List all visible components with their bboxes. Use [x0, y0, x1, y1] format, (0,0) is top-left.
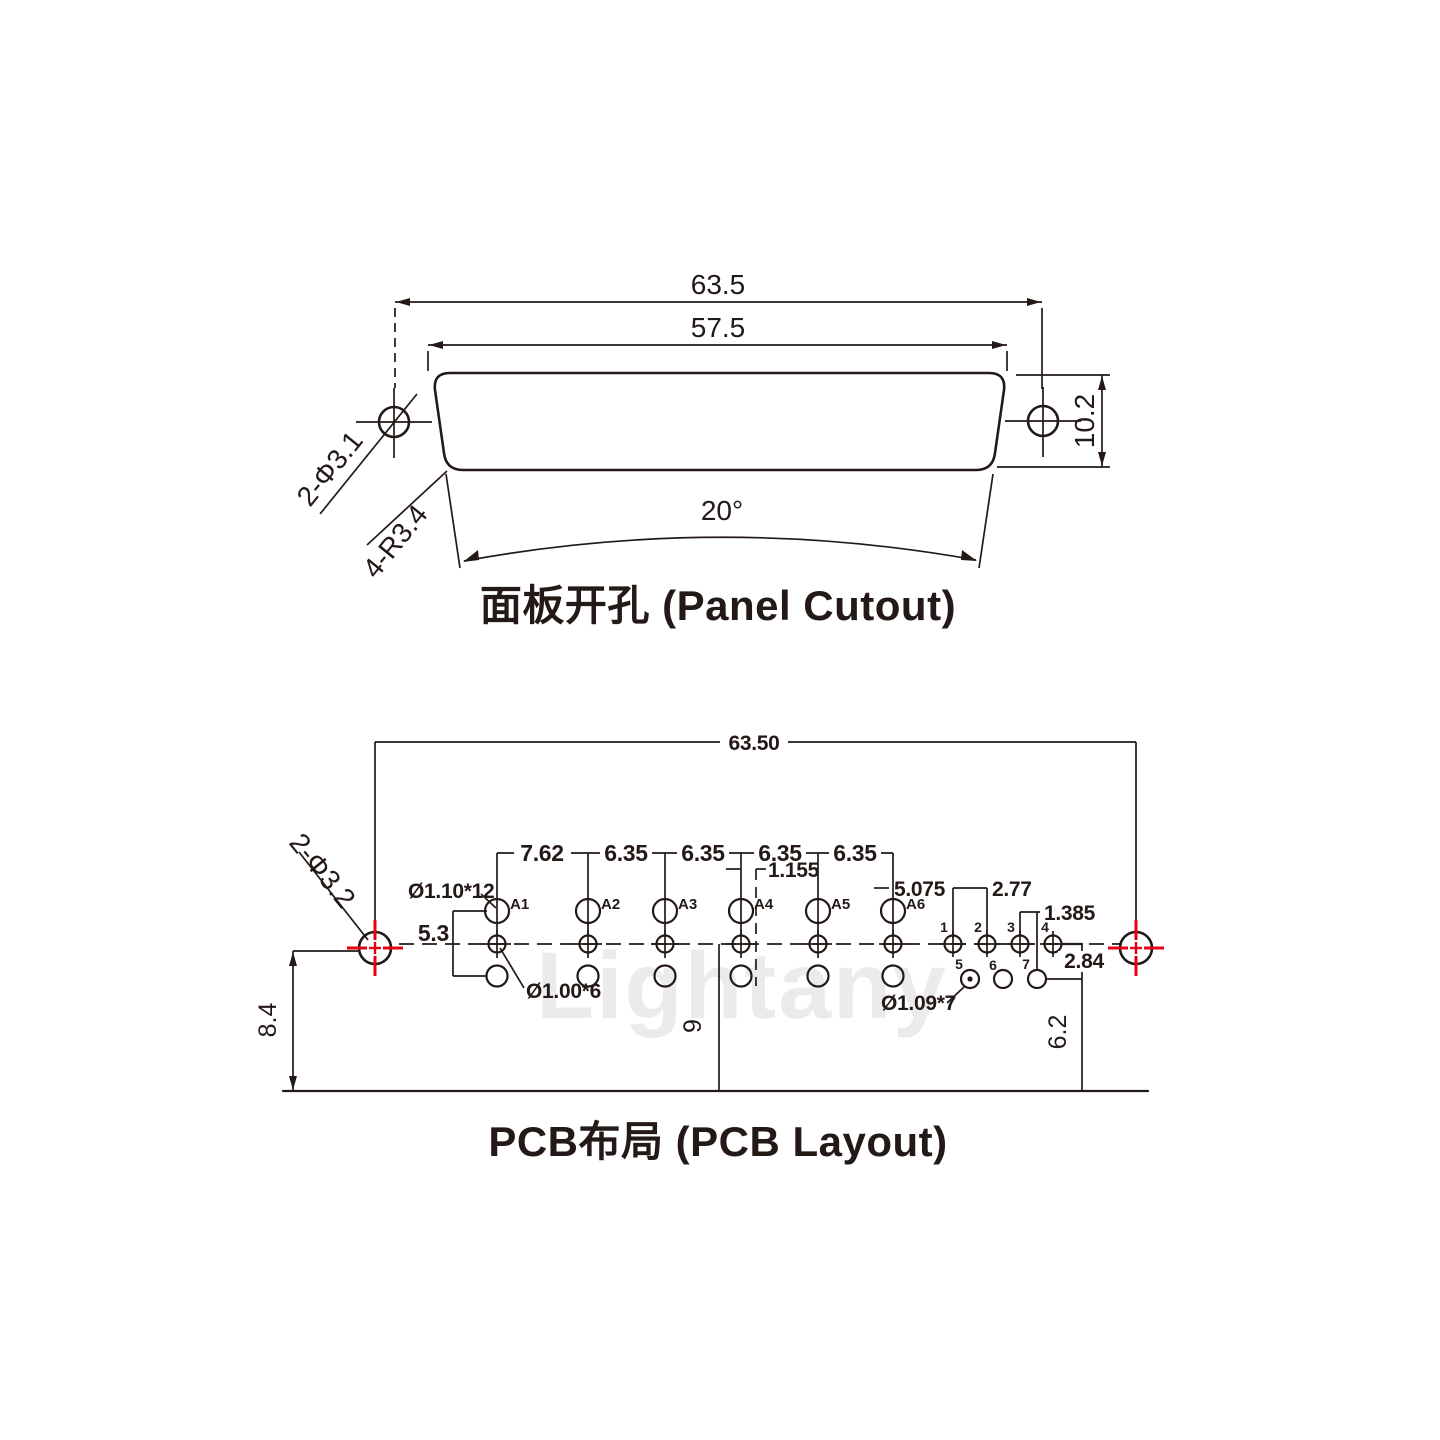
pin-6	[992, 968, 1014, 990]
panel-dim-angle: 20°	[445, 473, 994, 569]
pcb-pin-columns: A1 A2 A3 A4 A5 A6	[483, 896, 925, 988]
pcb-callout-hole-signal: Ø1.09*7	[881, 986, 965, 1015]
panel-mount-hole-right-circle	[1026, 404, 1060, 438]
pcb-dim-a6-to-pin1-label: 5.075	[894, 878, 946, 901]
pin-a6-top	[879, 897, 907, 925]
pin-a4-bottom	[729, 964, 753, 988]
panel-callout-corner-radius-label: 4-R3.4	[357, 499, 434, 584]
pcb-dim-a4-offset: 1.155	[726, 859, 820, 986]
pcb-pins-5-7: 5 6 7	[955, 956, 1048, 990]
pin-a4-top	[727, 897, 755, 925]
panel-dim-angle-label: 20°	[701, 495, 743, 526]
pcb-layout-view: 63.50 2-Φ3.2	[254, 731, 1164, 1165]
pcb-view-title: PCB布局 (PCB Layout)	[488, 1118, 947, 1165]
pcb-pins-1-4: 1 2 3 4	[940, 919, 1063, 957]
panel-callout-corner-radius: 4-R3.4	[357, 470, 448, 584]
pcb-dim-mid-height: 9	[679, 944, 720, 1091]
pcb-pitch-a3-a4: 6.35	[681, 840, 725, 866]
pin-5-center-dot	[967, 976, 973, 982]
panel-view-title: 面板开孔 (Panel Cutout)	[480, 582, 956, 629]
pcb-dim-left-height-label: 8.4	[254, 1003, 282, 1038]
pin-a3-top	[651, 897, 679, 925]
pcb-pins-1-4-crosses	[940, 931, 1061, 957]
pin-label-a5: A5	[831, 896, 850, 913]
pin-a1-bottom	[485, 964, 509, 988]
pcb-dim-width-label: 63.50	[728, 732, 779, 755]
pcb-dim-width: 63.50	[374, 731, 1137, 928]
pcb-callout-mount-holes: 2-Φ3.2	[283, 827, 369, 941]
pcb-dim-a4-offset-label: 1.155	[768, 859, 820, 882]
pin-label-a4: A4	[754, 896, 774, 913]
pcb-callout-hole-signal-label: Ø1.09*7	[881, 992, 956, 1015]
pin-7	[1026, 968, 1048, 990]
panel-dim-height-label: 10.2	[1069, 394, 1100, 449]
pcb-callout-mount-holes-label: 2-Φ3.2	[283, 827, 361, 913]
pcb-dim-a1-bracket-label: 5.3	[418, 920, 449, 946]
pin-a5-top	[804, 897, 832, 925]
pin-label-2: 2	[974, 919, 982, 935]
pcb-callout-hole-bottom-label: Ø1.00*6	[526, 980, 601, 1003]
pcb-dim-pin3-to-pin7-label: 1.385	[1044, 902, 1096, 925]
pin-label-a3: A3	[678, 896, 697, 913]
panel-dim-outer-width-label: 63.5	[691, 269, 746, 300]
pcb-dim-right: 2.84 6.2	[1044, 942, 1110, 1091]
pcb-callout-hole-top-label: Ø1.10*12	[408, 880, 494, 903]
panel-mount-hole-right	[1005, 387, 1081, 457]
pcb-pitch-a1-a2: 7.62	[520, 840, 564, 866]
pcb-dim-pin4-right-label: 2.84	[1064, 950, 1104, 973]
pin-a6-bottom	[881, 964, 905, 988]
pin-label-5: 5	[955, 956, 963, 972]
pcb-middle-pins	[483, 930, 907, 958]
pcb-middle-pin-crosses	[483, 930, 907, 958]
pin-5	[959, 968, 981, 990]
panel-cutout-outline	[433, 371, 1006, 472]
pcb-pitch-dims: 7.62 6.35 6.35 6.35 6.35	[496, 840, 894, 934]
panel-callout-mount-holes: 2-Φ3.1	[291, 393, 418, 515]
pin-label-1: 1	[940, 919, 948, 935]
pin-label-6: 6	[989, 957, 997, 973]
pcb-dim-left-height: 8.4	[254, 950, 358, 1091]
pin-label-4: 4	[1041, 919, 1049, 935]
pin-label-a6: A6	[906, 896, 925, 913]
pcb-dim-right-height-label: 6.2	[1044, 1015, 1072, 1050]
pcb-pitch-a4-a5: 6.35	[758, 840, 802, 866]
pcb-callout-hole-top: Ø1.10*12	[408, 880, 497, 909]
pin-a2-bottom	[576, 964, 600, 988]
pin-a2-top	[574, 897, 602, 925]
pin-label-3: 3	[1007, 919, 1015, 935]
pin-label-a1: A1	[510, 896, 529, 913]
pcb-dim-a6-to-pin1: 5.075	[874, 878, 946, 901]
panel-dim-height: 10.2	[997, 374, 1110, 468]
pcb-pitch-a5-a6: 6.35	[833, 840, 877, 866]
pcb-callout-hole-bottom: Ø1.00*6	[499, 947, 601, 1003]
pin-label-a2: A2	[601, 896, 620, 913]
panel-dim-outer-width: 63.5	[394, 269, 1043, 389]
pin-a3-bottom	[653, 964, 677, 988]
pin-label-7: 7	[1022, 956, 1030, 972]
pcb-pitch-a2-a3: 6.35	[604, 840, 648, 866]
panel-mount-hole-left-circle	[377, 405, 411, 439]
panel-cutout-view: 63.5 57.5 2-Φ3.1	[291, 269, 1110, 629]
pcb-mount-hole-left	[347, 920, 403, 976]
panel-dim-inner-width: 57.5	[427, 312, 1008, 371]
pin-a5-bottom	[806, 964, 830, 988]
panel-dim-inner-width-label: 57.5	[691, 312, 746, 343]
pcb-dim-pin1-to-pin2: 2.77	[952, 878, 1032, 938]
pcb-mount-hole-right	[1108, 920, 1164, 976]
pcb-dim-a1-bracket: 5.3	[418, 910, 487, 977]
pcb-dim-mid-height-label: 9	[679, 1019, 707, 1033]
pcb-dim-pin1-to-pin2-label: 2.77	[992, 878, 1032, 901]
